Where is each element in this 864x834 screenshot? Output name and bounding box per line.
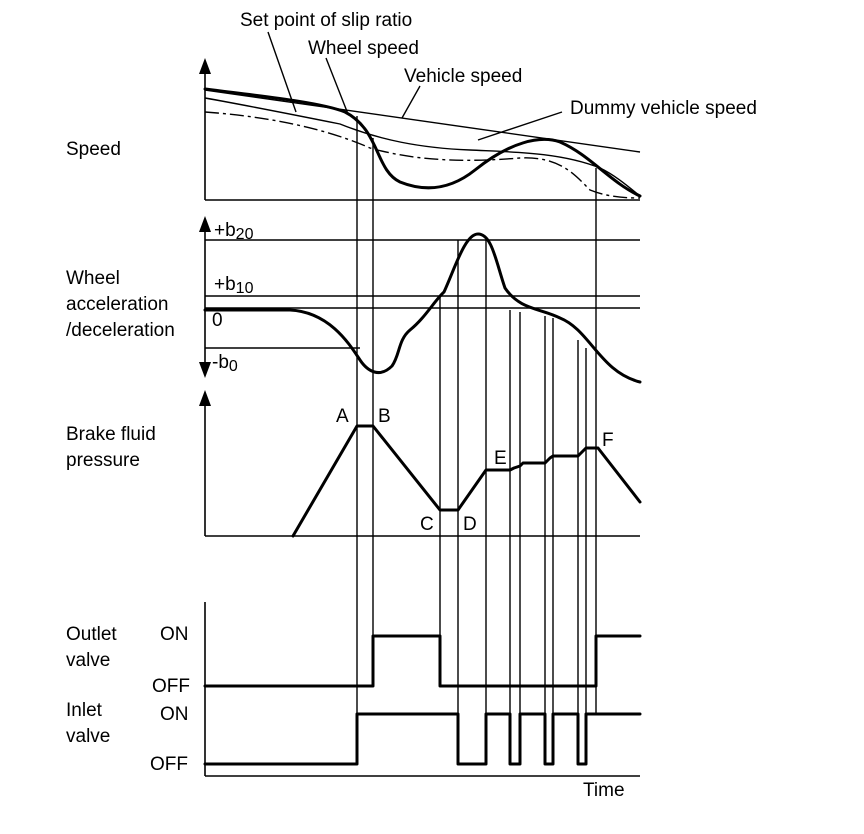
label-dummy-vehicle-speed: Dummy vehicle speed xyxy=(570,98,757,119)
vehicle-speed-leader xyxy=(401,85,421,119)
panel-label-inlet-2: valve xyxy=(66,726,110,747)
label-set-point: Set point of slip ratio xyxy=(240,10,412,31)
label-vehicle-speed: Vehicle speed xyxy=(404,66,522,87)
vehicle-speed-curve xyxy=(204,89,641,153)
pressure-axis-arrow xyxy=(199,390,211,406)
outlet-valve-signal xyxy=(203,634,642,688)
label-wheel-speed: Wheel speed xyxy=(308,38,419,59)
point-F: F xyxy=(602,430,614,451)
inlet-off-label: OFF xyxy=(150,754,188,775)
level-b10-label: +b10 xyxy=(214,274,254,297)
inlet-on-label: ON xyxy=(160,704,189,725)
speed-panel: Set point of slip ratio Wheel speed Vehi… xyxy=(66,10,757,201)
point-A: A xyxy=(336,406,349,427)
dummy-speed-leader xyxy=(477,111,563,141)
panel-label-brake-1: Brake fluid xyxy=(66,424,156,445)
panel-label-inlet-1: Inlet xyxy=(66,700,103,721)
wheel-speed-leader xyxy=(325,57,349,115)
panel-label-accel-2: acceleration xyxy=(66,294,168,315)
brake-pressure-curve xyxy=(291,424,642,538)
point-D: D xyxy=(463,514,477,535)
setpoint-leader xyxy=(267,31,297,113)
point-C: C xyxy=(420,514,434,535)
wheel-speed-curve xyxy=(203,87,642,198)
accel-axis-arrow-down xyxy=(199,362,211,378)
inlet-valve-panel: ON OFF Inlet valve Time xyxy=(66,700,642,801)
brake-pressure-panel: A B C D E F Brake fluid pressure xyxy=(66,390,642,538)
panel-label-outlet-1: Outlet xyxy=(66,624,117,645)
event-guides xyxy=(356,116,597,764)
wheel-acceleration-curve xyxy=(203,232,642,384)
level-b20-label: +b20 xyxy=(214,220,254,243)
speed-axis-arrow xyxy=(199,58,211,74)
panel-label-accel-3: /deceleration xyxy=(66,320,175,341)
point-E: E xyxy=(494,448,507,469)
inlet-valve-signal xyxy=(203,712,642,766)
level-zero-label: 0 xyxy=(212,310,223,331)
level-b0-label: -b0 xyxy=(212,352,238,375)
panel-label-outlet-2: valve xyxy=(66,650,110,671)
outlet-on-label: ON xyxy=(160,624,189,645)
dummy-vehicle-speed-curve xyxy=(204,111,641,199)
outlet-off-label: OFF xyxy=(152,676,190,697)
panel-label-speed: Speed xyxy=(66,139,121,160)
panel-label-accel-1: Wheel xyxy=(66,268,120,289)
panel-label-brake-2: pressure xyxy=(66,450,140,471)
acceleration-panel: +b20 +b10 0 -b0 Wheel acceleration /dece… xyxy=(66,216,642,384)
accel-axis-arrow-up xyxy=(199,216,211,232)
time-label: Time xyxy=(583,780,625,801)
point-B: B xyxy=(378,406,391,427)
slip-ratio-setpoint-curve xyxy=(204,97,641,197)
